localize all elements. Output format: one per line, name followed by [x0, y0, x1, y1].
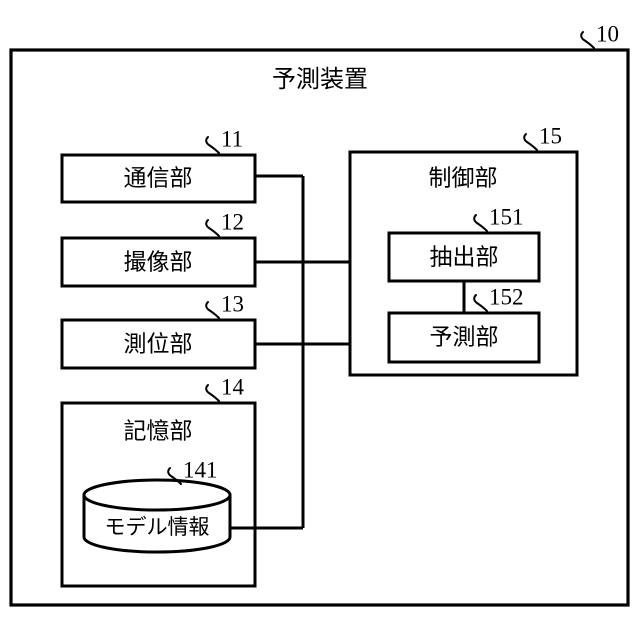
leader-line-10 — [580, 31, 595, 49]
ref-number-11: 11 — [221, 126, 243, 151]
leader-line-15 — [523, 133, 538, 151]
leader-line-13 — [205, 301, 220, 319]
ref-number-13: 13 — [221, 291, 244, 316]
unit-label-controller: 制御部 — [429, 166, 498, 192]
leader-line-152 — [473, 294, 488, 312]
ref-number-14: 14 — [221, 374, 245, 399]
unit-label-storage: 記憶部 — [124, 419, 193, 445]
leader-line-151 — [473, 214, 488, 232]
ref-number-12: 12 — [221, 209, 244, 234]
sub-unit-label-prediction: 予測部 — [430, 325, 499, 351]
leader-line-141 — [167, 467, 182, 485]
leader-line-12 — [205, 219, 220, 237]
unit-label-imaging: 撮像部 — [124, 250, 193, 276]
ref-number-152: 152 — [489, 284, 524, 309]
unit-box-imaging — [60, 236, 257, 288]
cylinder-icon-model-information-top — [82, 478, 232, 512]
sub-unit-box-prediction — [387, 311, 541, 364]
storage-item-label-model-information: モデル情報 — [105, 515, 210, 539]
page-title: 予測装置 — [272, 65, 368, 93]
ref-number-151: 151 — [489, 204, 524, 229]
sub-unit-label-extraction: 抽出部 — [430, 245, 499, 271]
unit-label-communication: 通信部 — [124, 166, 193, 192]
leader-line-14 — [205, 384, 220, 402]
leader-line-11 — [205, 136, 220, 154]
sub-unit-box-extraction — [387, 231, 541, 283]
unit-box-communication — [60, 153, 257, 204]
ref-number-10: 10 — [596, 21, 619, 46]
ref-number-15: 15 — [539, 123, 562, 148]
ref-number-141: 141 — [183, 457, 218, 482]
unit-label-positioning: 測位部 — [124, 332, 193, 358]
